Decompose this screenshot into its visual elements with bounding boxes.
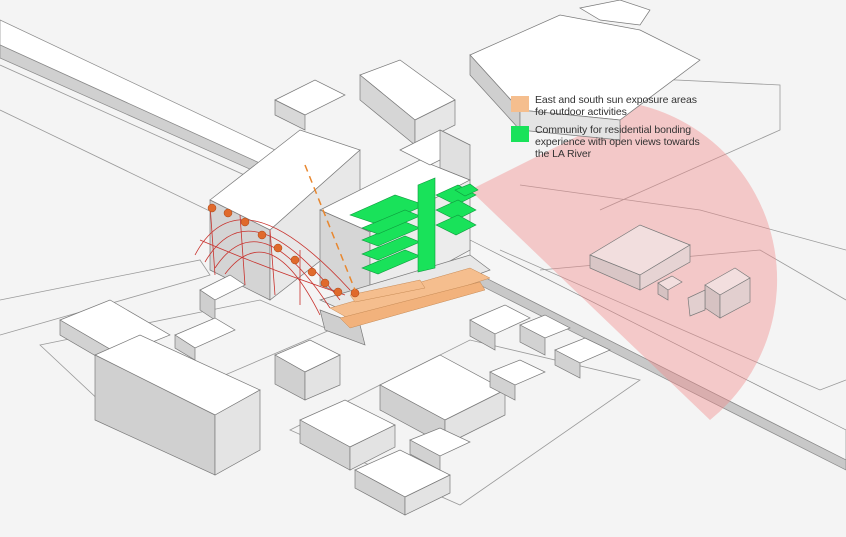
legend-label: East and south sun exposure areas for ou…	[535, 94, 697, 118]
legend-swatch-green	[511, 126, 529, 142]
legend-label: Community for residential bonding experi…	[535, 124, 700, 160]
community-terraces	[349, 177, 479, 275]
street-blocks	[0, 19, 846, 471]
sun-points	[207, 203, 360, 298]
legend-item-community: Community for residential bonding experi…	[511, 124, 711, 160]
legend: East and south sun exposure areas for ou…	[511, 94, 711, 166]
context-buildings	[59, 0, 751, 516]
sun-ray-line	[304, 164, 356, 291]
legend-item-outdoor: East and south sun exposure areas for ou…	[511, 94, 711, 118]
outdoor-areas	[329, 267, 491, 329]
legend-swatch-orange	[511, 96, 529, 112]
